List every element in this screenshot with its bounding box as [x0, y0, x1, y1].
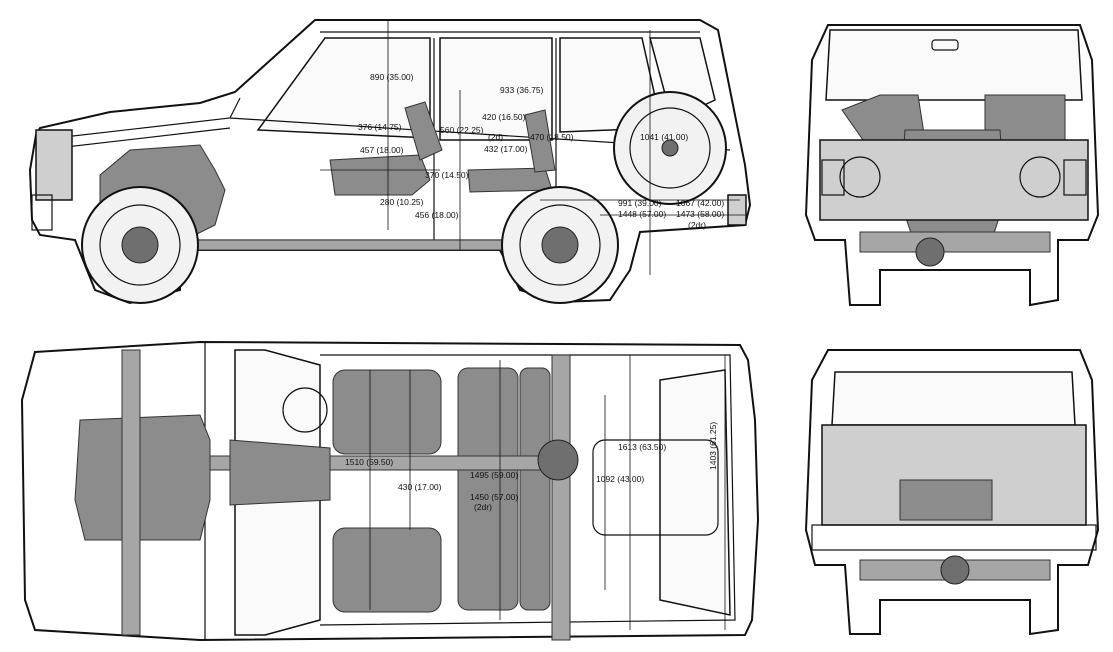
- dimension-label: 280 (10.25): [380, 197, 424, 207]
- front-view: [804, 24, 1100, 307]
- plan-view: [20, 340, 760, 642]
- dimension-label: 420 (16.50): [482, 112, 526, 122]
- dimension-label: 457 (18.00): [360, 145, 404, 155]
- dimension-label: 470 (18.50): [530, 132, 574, 142]
- top-dimension-labels: 1510 (59.50) 430 (17.00) 1495 (59.00) 1450 …: [345, 422, 718, 512]
- dimension-label: 370 (14.50): [425, 170, 469, 180]
- dimension-label: 1041 (41.00): [640, 132, 688, 142]
- dimension-label: 933 (36.75): [500, 85, 544, 95]
- dimension-label: 560 (22.25): [440, 125, 484, 135]
- side-dimension-labels: 890 (35.00) 933 (36.75) 376 (14.75) 560 (22…: [358, 72, 724, 230]
- dimension-label: 1450 (57.00): [470, 492, 518, 502]
- dimension-label: 1092 (43.00): [596, 474, 644, 484]
- dimension-label: 1067 (42.00): [676, 198, 724, 208]
- dimension-label: 432 (17.00): [484, 144, 528, 154]
- dimension-label: 1473 (58.00): [676, 209, 724, 219]
- dimension-label: 1613 (63.50): [618, 442, 666, 452]
- dimension-label: 991 (39.00): [618, 198, 662, 208]
- dimension-label: (2d): [488, 132, 503, 142]
- dimension-label: (2dr): [474, 502, 492, 512]
- rear-view: [804, 349, 1100, 636]
- dimension-label: 1448 (57.00): [618, 209, 666, 219]
- dimension-label: 1510 (59.50): [345, 457, 393, 467]
- dimension-label: 456 (18.00): [415, 210, 459, 220]
- dimension-label: 1403 (61.25): [708, 422, 718, 470]
- dimension-label: (2dr): [688, 220, 706, 230]
- side-view: [28, 19, 752, 305]
- dimension-label: 1495 (59.00): [470, 470, 518, 480]
- dimension-label: 430 (17.00): [398, 482, 442, 492]
- dimension-label: 376 (14.75): [358, 122, 402, 132]
- dimension-label: 890 (35.00): [370, 72, 414, 82]
